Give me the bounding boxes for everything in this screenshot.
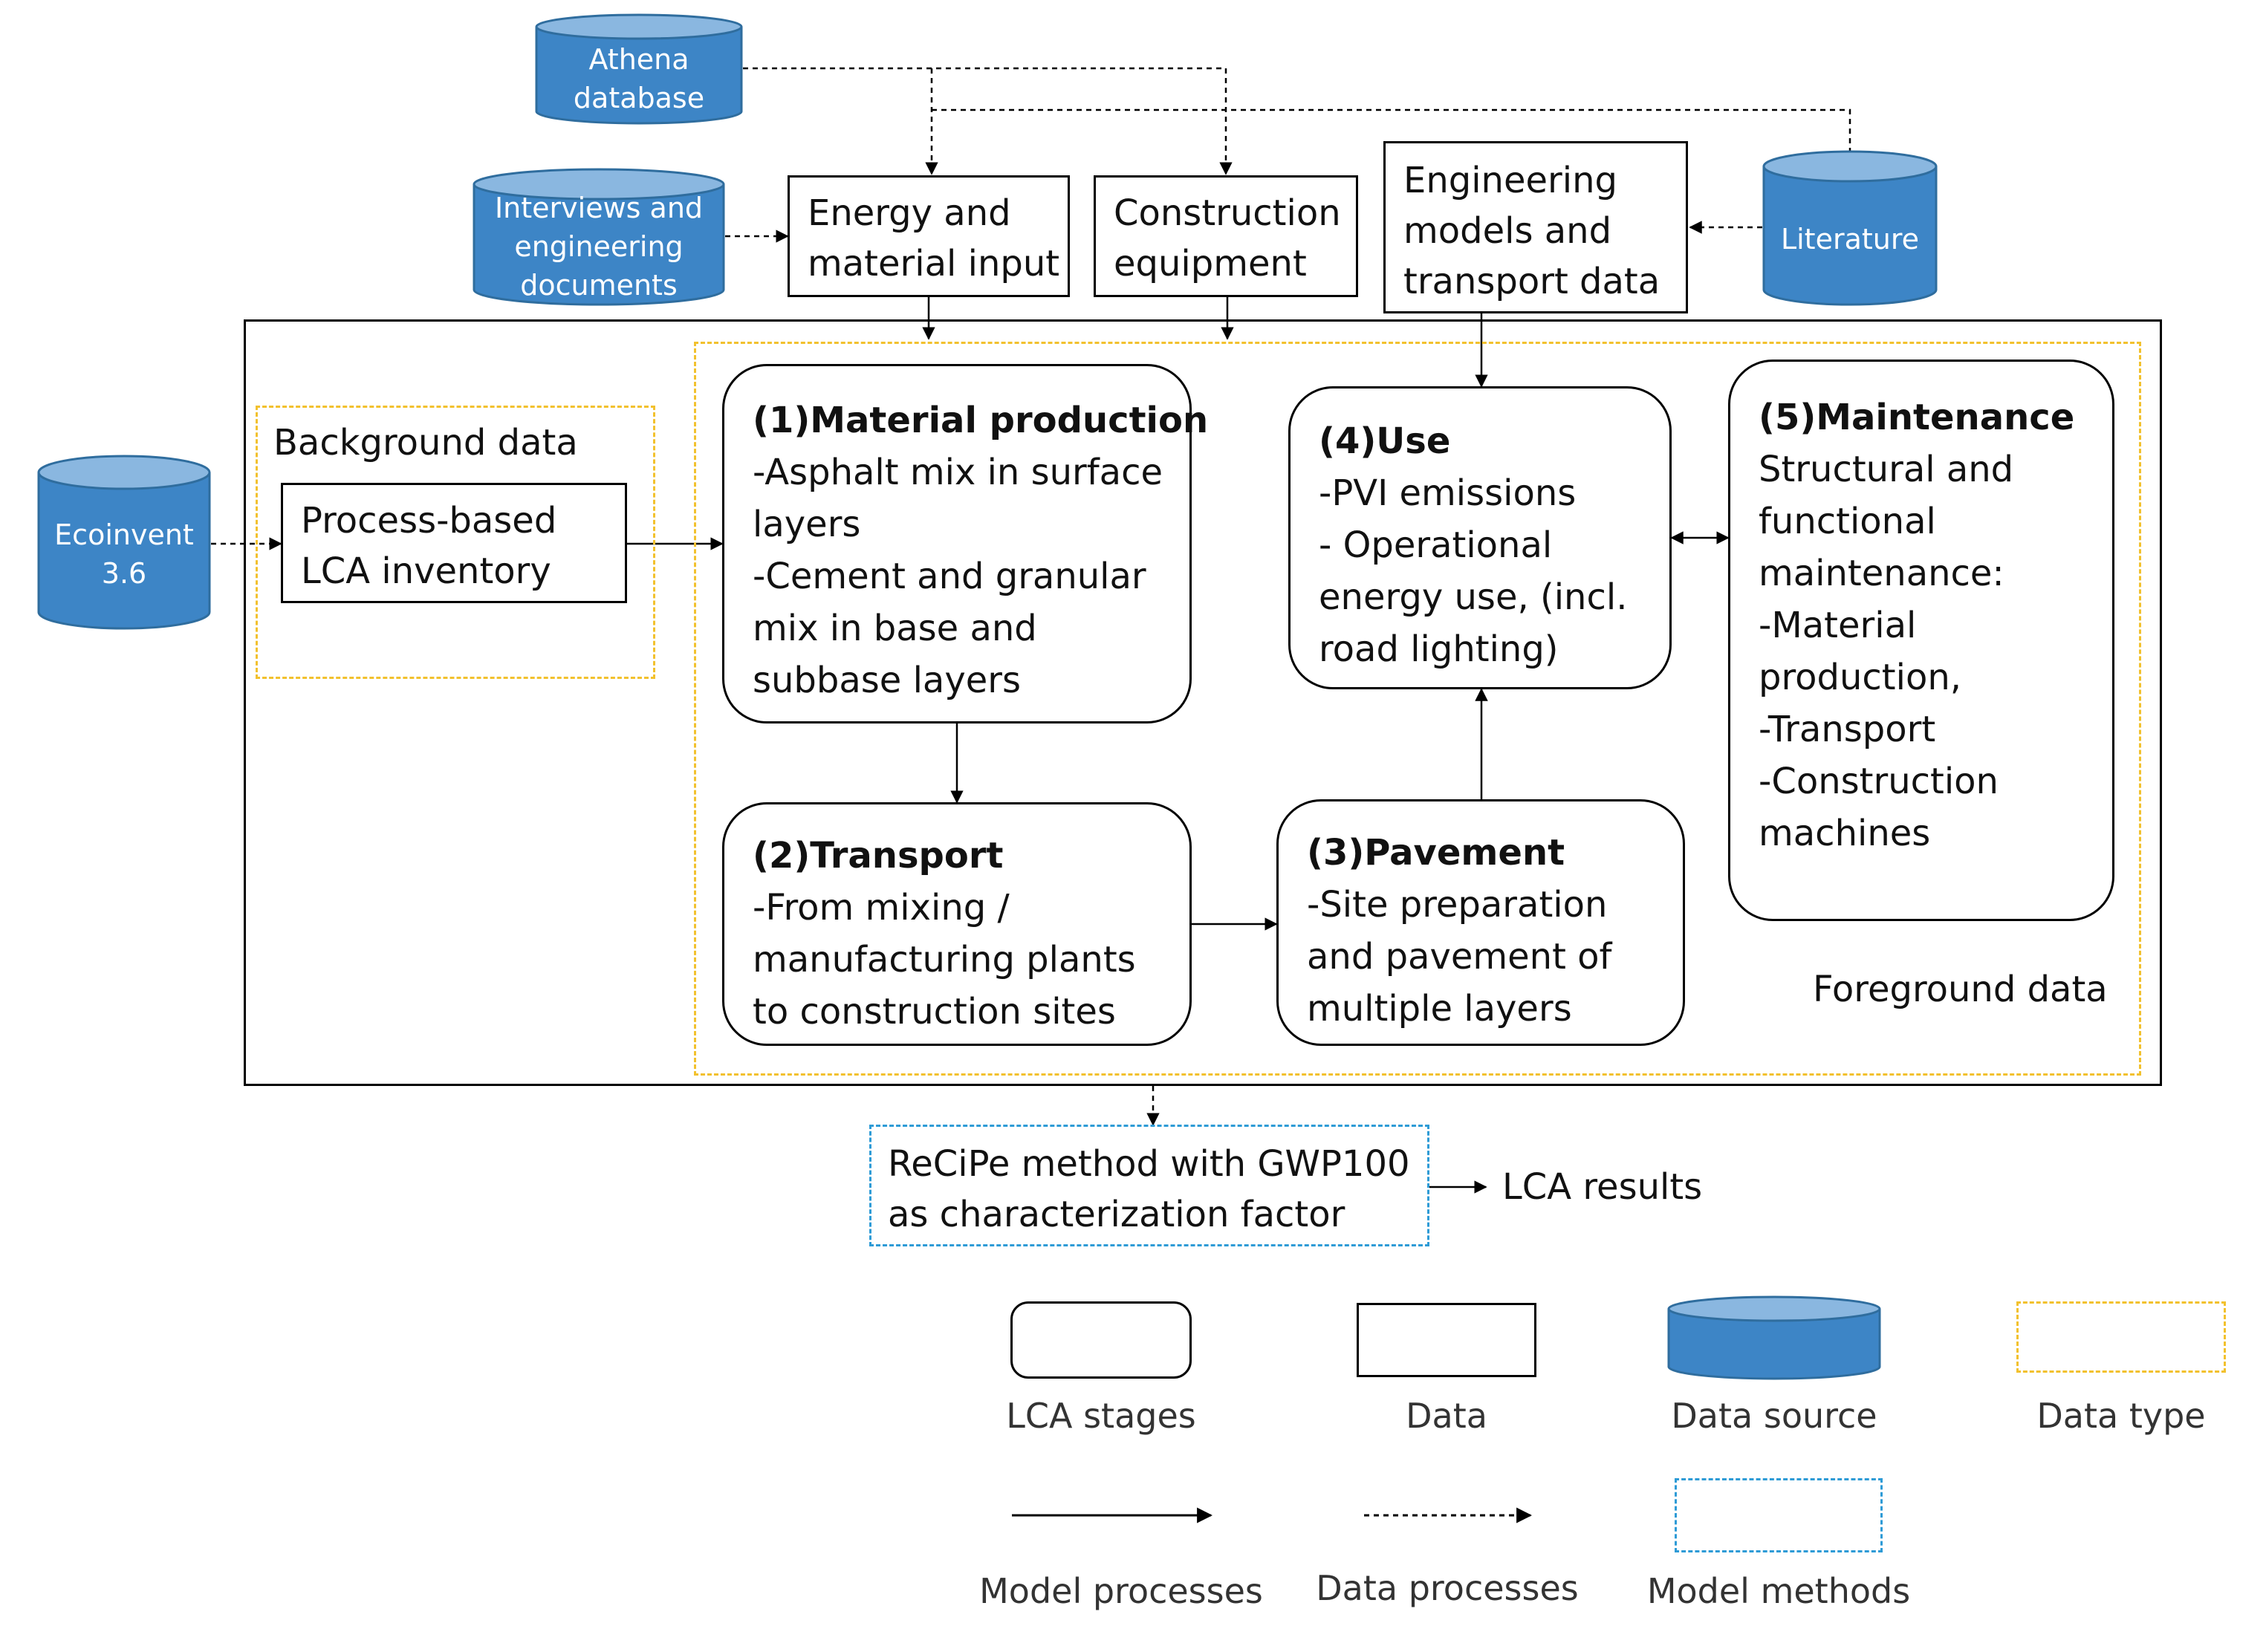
- model-frame: [244, 319, 2162, 1086]
- database-icon: [1667, 1295, 1881, 1380]
- energy-line-2: material input: [808, 243, 1060, 284]
- stage-use-line: - Operational: [1319, 524, 1553, 566]
- legend-model-processes-label: Model processes: [979, 1571, 1263, 1611]
- stage-maintenance-line: functional: [1759, 501, 1936, 542]
- legend-data-swatch: [1357, 1303, 1536, 1377]
- legend-data-type-swatch: [2016, 1301, 2226, 1373]
- stage-use-line: energy use, (incl.: [1319, 576, 1628, 618]
- stage-material-line: -Asphalt mix in surface: [753, 452, 1163, 493]
- stage-maintenance-title: (5)Maintenance: [1759, 397, 2075, 438]
- stage-pavement-title: (3)Pavement: [1307, 832, 1565, 874]
- legend-data-processes-label: Data processes: [1316, 1568, 1579, 1608]
- method-line-2: as characterization factor: [888, 1194, 1345, 1235]
- stage-pavement: (3)Pavement -Site preparation and paveme…: [1276, 799, 1685, 1046]
- stage-maintenance-line: Structural and: [1759, 449, 2014, 490]
- foreground-data-region: [694, 342, 2141, 1076]
- method-line-1: ReCiPe method with GWP100: [888, 1143, 1410, 1185]
- stage-pavement-line: multiple layers: [1307, 988, 1572, 1030]
- equipment-line-2: equipment: [1114, 243, 1307, 284]
- stage-maintenance-line: -Transport: [1759, 709, 1936, 750]
- stage-maintenance: (5)Maintenance Structural and functional…: [1728, 360, 2114, 921]
- stage-use-line: road lighting): [1319, 628, 1559, 670]
- database-icon: [473, 168, 725, 306]
- ecoinvent-line-1: Ecoinvent: [54, 518, 194, 551]
- interviews-line-3: documents: [520, 269, 678, 302]
- stage-material-line: mix in base and: [753, 608, 1037, 649]
- legend-model-methods-label: Model methods: [1646, 1571, 1911, 1611]
- legend-data-source-swatch: [1667, 1295, 1881, 1385]
- stage-use: (4)Use -PVI emissions - Operational ener…: [1288, 386, 1672, 689]
- background-data-region: [256, 406, 655, 679]
- stage-pavement-line: and pavement of: [1307, 936, 1612, 978]
- athena-line-1: Athena: [588, 43, 689, 76]
- stage-use-title: (4)Use: [1319, 420, 1451, 462]
- interviews-label: Interviews and engineering documents: [473, 187, 725, 306]
- stage-maintenance-line: -Material: [1759, 605, 1917, 646]
- interviews-source: Interviews and engineering documents: [473, 168, 725, 308]
- engineering-line-3: transport data: [1403, 261, 1660, 302]
- legend-data-label: Data: [1406, 1396, 1487, 1436]
- lca-results-label: LCA results: [1502, 1166, 1703, 1208]
- legend-data-source-label: Data source: [1671, 1396, 1877, 1436]
- construction-equipment-box: Construction equipment: [1094, 175, 1358, 297]
- stage-transport-line: -From mixing /: [753, 887, 1010, 929]
- process-line-2: LCA inventory: [301, 550, 551, 592]
- athena-data-line: [743, 67, 1233, 175]
- athena-label: Athena database: [535, 39, 743, 119]
- ecoinvent-line-2: 3.6: [101, 557, 147, 590]
- stage-transport: (2)Transport -From mixing / manufacturin…: [722, 802, 1192, 1046]
- interviews-line-2: engineering: [514, 230, 684, 263]
- stage-maintenance-line: -Construction: [1759, 761, 1999, 802]
- engineering-models-box: Engineering models and transport data: [1383, 141, 1688, 313]
- foreground-data-label: Foreground data: [1813, 969, 2108, 1010]
- stage-use-line: -PVI emissions: [1319, 472, 1577, 514]
- equipment-line-1: Construction: [1114, 192, 1341, 234]
- legend-model-method-swatch: [1675, 1478, 1883, 1552]
- literature-source: Literature: [1762, 150, 1938, 308]
- legend-lca-stage-swatch: [1010, 1301, 1192, 1379]
- stage-pavement-line: -Site preparation: [1307, 884, 1608, 926]
- athena-line-2: database: [573, 82, 705, 114]
- literature-line: [932, 108, 1851, 153]
- recipe-method-box: ReCiPe method with GWP100 as characteriz…: [869, 1125, 1429, 1246]
- stage-material-line: -Cement and granular: [753, 556, 1146, 597]
- stage-material-line: layers: [753, 504, 861, 545]
- legend-lca-stages-label: LCA stages: [1006, 1396, 1196, 1436]
- database-icon: [535, 13, 743, 125]
- athena-source: Athena database: [535, 13, 743, 125]
- stage-transport-line: manufacturing plants: [753, 939, 1136, 981]
- stage-maintenance-line: maintenance:: [1759, 553, 2004, 594]
- stage-transport-line: to construction sites: [753, 991, 1116, 1032]
- literature-line-1: Literature: [1780, 223, 1920, 256]
- process-lca-box: Process-based LCA inventory: [281, 483, 627, 603]
- energy-line-1: Energy and: [808, 192, 1011, 234]
- stage-material-production: (1)Material production -Asphalt mix in s…: [722, 364, 1209, 723]
- legend-data-type-label: Data type: [2036, 1396, 2206, 1436]
- stage-maintenance-line: machines: [1759, 813, 1931, 854]
- background-data-label: Background data: [273, 422, 578, 464]
- stage-material-line: subbase layers: [753, 660, 1022, 701]
- process-line-1: Process-based: [301, 500, 557, 542]
- database-icon: [37, 455, 211, 630]
- engineering-line-2: models and: [1403, 210, 1612, 252]
- database-icon: [1762, 150, 1938, 306]
- engineering-line-1: Engineering: [1403, 160, 1617, 201]
- literature-label: Literature: [1762, 180, 1938, 299]
- stage-material-title: (1)Material production: [753, 400, 1209, 441]
- stage-transport-title: (2)Transport: [753, 835, 1004, 877]
- stage-maintenance-line: production,: [1759, 657, 1961, 698]
- ecoinvent-label: Ecoinvent 3.6: [37, 489, 211, 620]
- energy-material-box: Energy and material input: [788, 175, 1070, 297]
- ecoinvent-source: Ecoinvent 3.6: [37, 455, 211, 630]
- interviews-line-1: Interviews and: [494, 192, 704, 224]
